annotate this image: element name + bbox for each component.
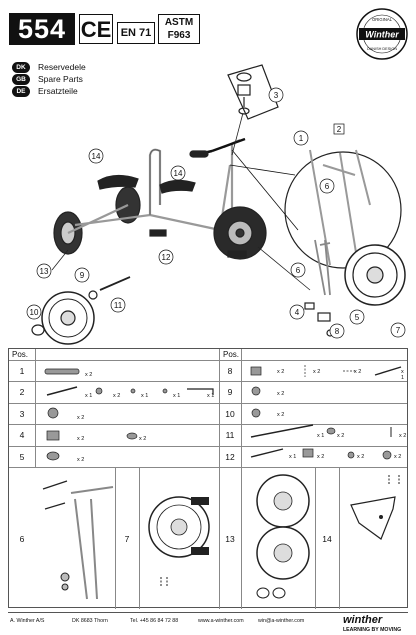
svg-text:9: 9 <box>80 271 85 280</box>
pos-header-right: Pos. <box>223 350 240 359</box>
pos-3: 3 <box>19 409 25 419</box>
pos-8: 8 <box>227 366 233 376</box>
pos-7: 7 <box>124 534 130 544</box>
callout-6b: 6 <box>290 262 306 278</box>
footer-web: www.a-winther.com <box>198 618 244 624</box>
footer-brand: winther <box>343 614 383 626</box>
tricycle-exploded-diagram: 1 2 3 4 5 6 6 7 8 9 10 11 12 13 14 14 <box>26 64 406 345</box>
pos-6: 6 <box>19 534 25 544</box>
callout-11: 11 <box>110 297 126 313</box>
svg-text:6: 6 <box>325 182 330 191</box>
astm-label: ASTM <box>164 17 194 28</box>
callout-10: 10 <box>26 304 42 320</box>
callout-1: 1 <box>293 130 309 146</box>
callout-9: 9 <box>74 267 90 283</box>
callout-4: 4 <box>289 304 305 320</box>
svg-text:1: 1 <box>299 134 304 143</box>
footer-tagline: LEARNING BY MOVING <box>343 627 402 633</box>
seat-front <box>159 179 196 194</box>
pedal <box>149 229 167 237</box>
seat-bracket-sketch <box>350 475 400 540</box>
hub-cap-detail <box>227 64 279 120</box>
svg-text:14: 14 <box>174 169 183 178</box>
winther-badge-logo: Winther ORIGINAL DANISH DESIGN <box>356 8 408 60</box>
svg-text:10: 10 <box>30 308 39 317</box>
callout-13: 13 <box>36 263 52 279</box>
lang-code-dk: DK <box>12 61 30 73</box>
front-wheel-sketch <box>148 496 210 587</box>
pos-12: 12 <box>225 452 235 462</box>
callout-8: 8 <box>329 323 345 339</box>
badge-name: Winther <box>365 30 399 40</box>
model-number: 554 <box>9 13 75 45</box>
standard-astm: ASTM F963 <box>158 14 200 44</box>
svg-text:8: 8 <box>335 327 340 336</box>
svg-text:12: 12 <box>162 253 171 262</box>
detail-circle-steering <box>284 151 402 269</box>
seat-rear <box>97 174 139 190</box>
rear-wheels-sketch <box>256 474 310 599</box>
callout-5: 5 <box>349 309 365 325</box>
footer-email: win@a-winther.com <box>258 618 305 624</box>
svg-text:7: 7 <box>396 326 401 335</box>
lang-code-de: DE <box>12 85 30 97</box>
svg-text:4: 4 <box>295 308 300 317</box>
svg-text:11: 11 <box>114 301 123 310</box>
pos-13: 13 <box>225 534 235 544</box>
svg-text:2: 2 <box>337 125 342 134</box>
badge-top: ORIGINAL <box>372 17 393 22</box>
footer-company: A. Winther A/S <box>10 618 45 624</box>
language-dk: DK Reservedele <box>12 61 86 73</box>
language-de: DE Ersatzteile <box>12 85 78 97</box>
footer-address: DK 8683 Thorn <box>72 618 108 624</box>
pos-4: 4 <box>19 430 25 440</box>
callout-3: 3 <box>268 87 284 103</box>
lang-label-dk: Reservedele <box>38 62 86 72</box>
pos-1: 1 <box>19 366 25 376</box>
svg-text:14: 14 <box>92 152 101 161</box>
lang-label-de: Ersatzteile <box>38 86 78 96</box>
pos-10: 10 <box>225 409 235 419</box>
standard-en71: EN 71 <box>117 22 155 44</box>
language-gb: GB Spare Parts <box>12 73 83 85</box>
callout-7: 7 <box>390 322 406 338</box>
callout-6a: 6 <box>319 178 335 194</box>
pos-2: 2 <box>19 387 25 397</box>
lang-code-gb: GB <box>12 73 30 85</box>
pos-14: 14 <box>322 534 332 544</box>
footer-phone: Tel. +45 86 84 72 88 <box>130 618 179 624</box>
pos-5: 5 <box>19 452 25 462</box>
callout-14b: 14 <box>170 165 186 181</box>
callout-14a: 14 <box>88 148 104 164</box>
parts-table: Pos. Pos. 1 2 3 4 5 8 9 10 11 12 x 2 x 1… <box>8 348 408 609</box>
svg-text:5: 5 <box>355 313 360 322</box>
svg-text:13: 13 <box>40 267 49 276</box>
pos-9: 9 <box>227 387 233 397</box>
svg-text:3: 3 <box>274 91 279 100</box>
ce-mark: CE <box>79 14 113 44</box>
badge-bottom: DANISH DESIGN <box>367 47 397 51</box>
svg-text:6: 6 <box>296 266 301 275</box>
pos-11: 11 <box>225 430 235 440</box>
fork-assembly-sketch <box>42 480 114 600</box>
pos-header-left: Pos. <box>12 350 29 359</box>
callout-2: 2 <box>333 123 345 135</box>
lang-label-gb: Spare Parts <box>38 74 83 84</box>
astm-code: F963 <box>167 30 191 41</box>
left-parts-sketches <box>44 368 214 461</box>
right-parts-sketches <box>250 365 402 460</box>
callout-12: 12 <box>158 249 174 265</box>
front-fork-detail <box>314 239 331 296</box>
